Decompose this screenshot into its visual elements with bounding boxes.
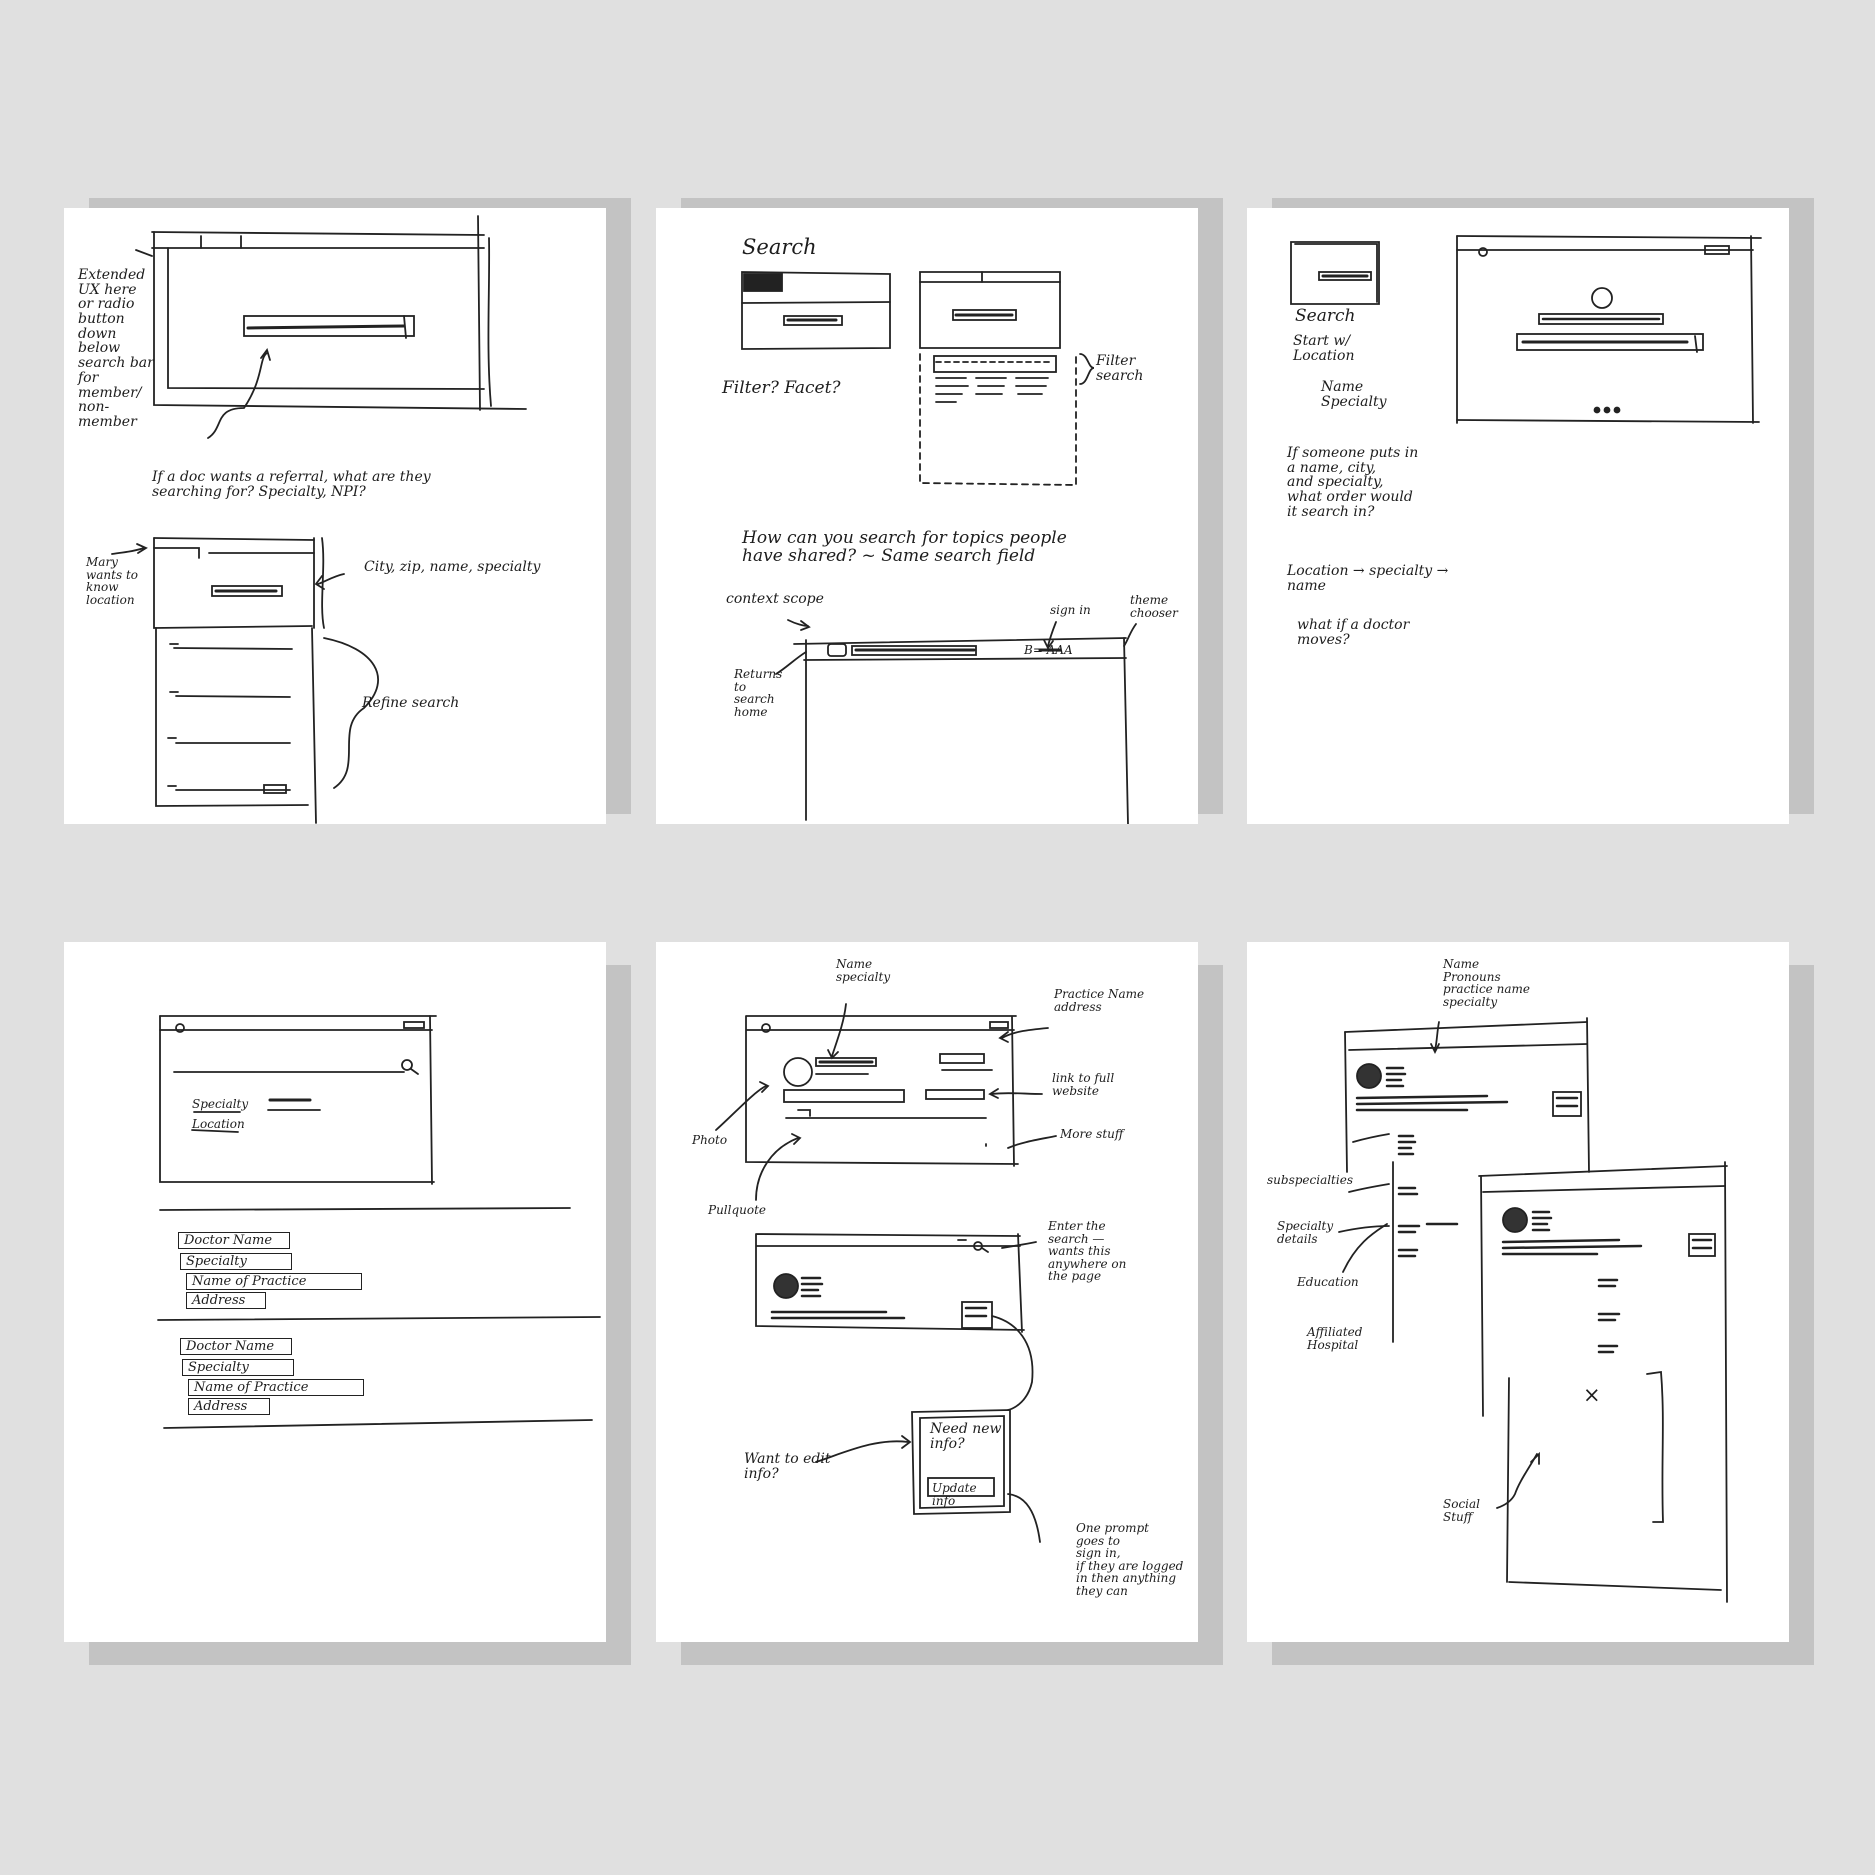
- note-sign-in: sign in: [1050, 604, 1110, 617]
- sketch-sheet-6: Name Pronouns practice name specialty su…: [1247, 942, 1789, 1642]
- note-context-scope: context scope: [726, 592, 836, 607]
- header-tools-text: B= AAA: [1024, 644, 1114, 657]
- note-search-order: Location → specialty → name: [1287, 564, 1477, 593]
- result-address: Address: [186, 1292, 266, 1309]
- note-returns-home: Returns to search home: [734, 668, 804, 718]
- note-need-new-info: Need new info?: [930, 1422, 1010, 1451]
- note-search: Search: [742, 236, 862, 258]
- sketch-sheet-4: Specialty Location Doctor Name Specialty…: [64, 942, 606, 1642]
- update-info-button[interactable]: Update info: [932, 1482, 994, 1507]
- note-search: Search: [1295, 308, 1395, 326]
- sketch-sheet-3: Search Start w/ Location Name Specialty …: [1247, 208, 1789, 824]
- note-doctor-moves: what if a doctor moves?: [1297, 618, 1467, 647]
- sheet-4-wireframes: [64, 942, 606, 1642]
- filter-specialty[interactable]: Specialty: [192, 1098, 262, 1111]
- result-doctor-name[interactable]: Doctor Name: [180, 1338, 292, 1355]
- note-one-prompt: One prompt goes to sign in, if they are …: [1076, 1522, 1196, 1598]
- note-enter-search: Enter the search — wants this anywhere o…: [1048, 1220, 1158, 1283]
- result-practice-name: Name of Practice: [188, 1379, 364, 1396]
- note-social-stuff: Social Stuff: [1443, 1498, 1513, 1523]
- sheet-2-wireframes: [656, 208, 1198, 824]
- note-practice-address: Practice Name address: [1054, 988, 1154, 1013]
- note-filter-facet: Filter? Facet?: [722, 380, 882, 398]
- sketch-sheet-5: Name specialty Practice Name address lin…: [656, 942, 1198, 1642]
- note-pullquote: Pullquote: [708, 1204, 798, 1217]
- result-specialty: Specialty: [180, 1253, 292, 1270]
- result-practice-name: Name of Practice: [186, 1273, 362, 1290]
- note-refine-search: Refine search: [362, 696, 482, 711]
- note-want-edit: Want to edit info?: [744, 1452, 844, 1481]
- note-if-someone: If someone puts in a name, city, and spe…: [1287, 446, 1457, 519]
- note-topics: How can you search for topics people hav…: [742, 530, 1122, 566]
- note-filter-search: Filter search: [1096, 354, 1176, 383]
- note-name-specialty: Name Specialty: [1321, 380, 1421, 409]
- result-specialty: Specialty: [182, 1359, 294, 1376]
- sheet-6-wireframes: [1247, 942, 1789, 1642]
- note-photo: Photo: [692, 1134, 752, 1147]
- close-icon[interactable]: ×: [1583, 1384, 1613, 1406]
- note-theme-chooser: theme chooser: [1130, 594, 1196, 619]
- note-extended-ux: Extended UX here or radio button down be…: [78, 268, 158, 430]
- note-link-website: link to full website: [1052, 1072, 1152, 1097]
- note-referral: If a doc wants a referral, what are they…: [152, 470, 492, 499]
- sketch-sheet-2: Search Filter? Facet? Filter search How …: [656, 208, 1198, 824]
- note-affiliated-hospital: Affiliated Hospital: [1307, 1326, 1387, 1351]
- filter-location[interactable]: Location: [192, 1118, 262, 1131]
- note-mary-location: Mary wants to know location: [86, 556, 156, 606]
- note-subspecialties: subspecialties: [1267, 1174, 1367, 1187]
- note-more-stuff: More stuff: [1060, 1128, 1150, 1141]
- note-city-zip: City, zip, name, specialty: [364, 560, 564, 575]
- note-name-pronouns: Name Pronouns practice name specialty: [1443, 958, 1563, 1008]
- note-education: Education: [1297, 1276, 1377, 1289]
- note-specialty-details: Specialty details: [1277, 1220, 1357, 1245]
- result-address: Address: [188, 1398, 270, 1415]
- note-name-specialty: Name specialty: [836, 958, 926, 983]
- result-doctor-name[interactable]: Doctor Name: [178, 1232, 290, 1249]
- sketch-sheet-1: Extended UX here or radio button down be…: [64, 208, 606, 824]
- note-start-location: Start w/ Location: [1293, 334, 1413, 363]
